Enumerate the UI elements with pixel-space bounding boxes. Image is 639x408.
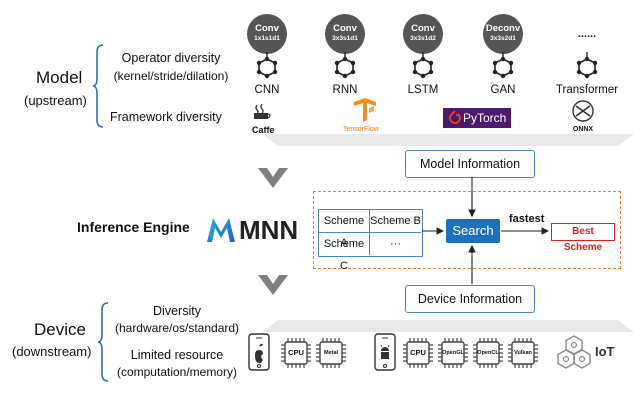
- down-chevron-icon: [258, 168, 288, 188]
- chip-icon: Vulkan: [508, 338, 538, 368]
- ios-phone-icon: [248, 333, 270, 371]
- device-brace-icon: [98, 302, 109, 382]
- network-graph-icon: [576, 52, 598, 79]
- search-box: Search: [446, 219, 500, 243]
- iot-icon: [557, 335, 591, 369]
- operator-name: Conv: [255, 23, 279, 34]
- framework-diversity-label: Framework diversity: [110, 110, 222, 124]
- network-name: RNN: [332, 84, 358, 96]
- mnn-m-icon: [207, 218, 235, 242]
- model-brace-icon: [93, 44, 104, 128]
- operator-diversity-label: Operator diversity: [121, 51, 221, 65]
- chip-outline-icon: [473, 338, 503, 368]
- model-separator-band: [262, 134, 634, 146]
- pytorch-flame-icon: [449, 110, 461, 124]
- device-label: Device: [34, 320, 86, 339]
- model-sublabel: (upstream): [24, 93, 87, 108]
- chip-label: CPU: [410, 348, 426, 357]
- search-container: [313, 191, 621, 269]
- chip-label: OpenCL: [477, 350, 499, 356]
- operator-ellipsis: ......: [577, 28, 597, 40]
- onnx-logo: ONNX: [565, 100, 601, 134]
- network-graph-icon: [492, 52, 514, 79]
- coffee-cup-icon: [254, 103, 271, 119]
- chip-icon: OpenCL: [473, 338, 503, 368]
- network-name: GAN: [490, 84, 516, 96]
- android-phone-icon: [374, 333, 396, 371]
- operator-name: Deconv: [485, 23, 521, 34]
- chip-outline-icon: [508, 338, 538, 368]
- chip-outline-icon: [438, 338, 468, 368]
- scheme-c: Scheme C: [319, 233, 370, 272]
- operator-param: 1x1s1d1: [254, 35, 280, 42]
- network-name: CNN: [254, 84, 280, 96]
- operator-column: ...... Transformer: [556, 12, 618, 102]
- device-sublabel: (downstream): [12, 344, 92, 359]
- operator-diversity-detail: (kernel/stride/dilation): [113, 69, 229, 83]
- scheme-grid: [318, 209, 423, 257]
- caffe-logo: Caffe: [248, 103, 282, 135]
- mnn-logo: MNN: [205, 214, 305, 245]
- iot-label: IoT: [595, 344, 615, 359]
- diversity-detail: (hardware/os/standard): [114, 321, 240, 335]
- scheme-b: Scheme B: [370, 210, 421, 233]
- operator-name: Conv: [333, 23, 357, 34]
- tensorflow-text: TensorFlow: [343, 126, 379, 133]
- device-separator-band: [262, 320, 634, 332]
- inference-engine-label: Inference Engine: [77, 219, 190, 235]
- onnx-text: ONNX: [572, 126, 594, 133]
- chip-outline-icon: [281, 338, 311, 368]
- scheme-more: ···: [390, 238, 401, 250]
- model-label: Model: [36, 68, 83, 87]
- network-graph-icon: [256, 52, 278, 79]
- chip-outline-icon: [316, 338, 346, 368]
- chip-icon: Metal: [316, 338, 346, 368]
- chip-label: CPU: [288, 348, 304, 357]
- network-name: LSTM: [407, 84, 439, 96]
- tensorflow-icon: [354, 98, 376, 122]
- limited-resource-detail: (computation/memory): [116, 365, 238, 379]
- device-information-box: Device Information: [405, 285, 535, 313]
- operator-param: 3x3s1d1: [332, 35, 358, 42]
- network-graph-icon: [334, 52, 356, 79]
- operator-param: 3x3s2d1: [490, 35, 516, 42]
- model-information-box: Model Information: [405, 150, 535, 178]
- network-name: Transformer: [555, 84, 619, 96]
- caffe-text: Caffe: [252, 125, 275, 135]
- pytorch-text: PyTorch: [463, 111, 507, 125]
- pytorch-logo: PyTorch: [443, 108, 511, 128]
- chip-icon: CPU: [403, 338, 433, 368]
- mnn-text: MNN: [239, 215, 299, 245]
- operator-name: Conv: [411, 23, 435, 34]
- diversity-label: Diversity: [153, 304, 201, 318]
- down-chevron-icon: [258, 275, 288, 295]
- best-scheme-box: Best Scheme: [551, 223, 615, 253]
- chip-icon: CPU: [281, 338, 311, 368]
- chip-icon: OpenGL: [438, 338, 468, 368]
- chip-label: OpenGL: [442, 350, 464, 356]
- chip-label: Vulkan: [514, 350, 532, 356]
- tensorflow-logo: TensorFlow: [340, 98, 390, 134]
- operator-param: 3x3s1d2: [410, 35, 436, 42]
- network-graph-icon: [412, 52, 434, 79]
- chip-label: Metal: [323, 350, 339, 356]
- scheme-a: Scheme A: [319, 210, 370, 249]
- limited-resource-label: Limited resource: [130, 348, 224, 362]
- onnx-icon: [572, 100, 594, 122]
- chip-outline-icon: [403, 338, 433, 368]
- fastest-label: fastest: [509, 213, 545, 225]
